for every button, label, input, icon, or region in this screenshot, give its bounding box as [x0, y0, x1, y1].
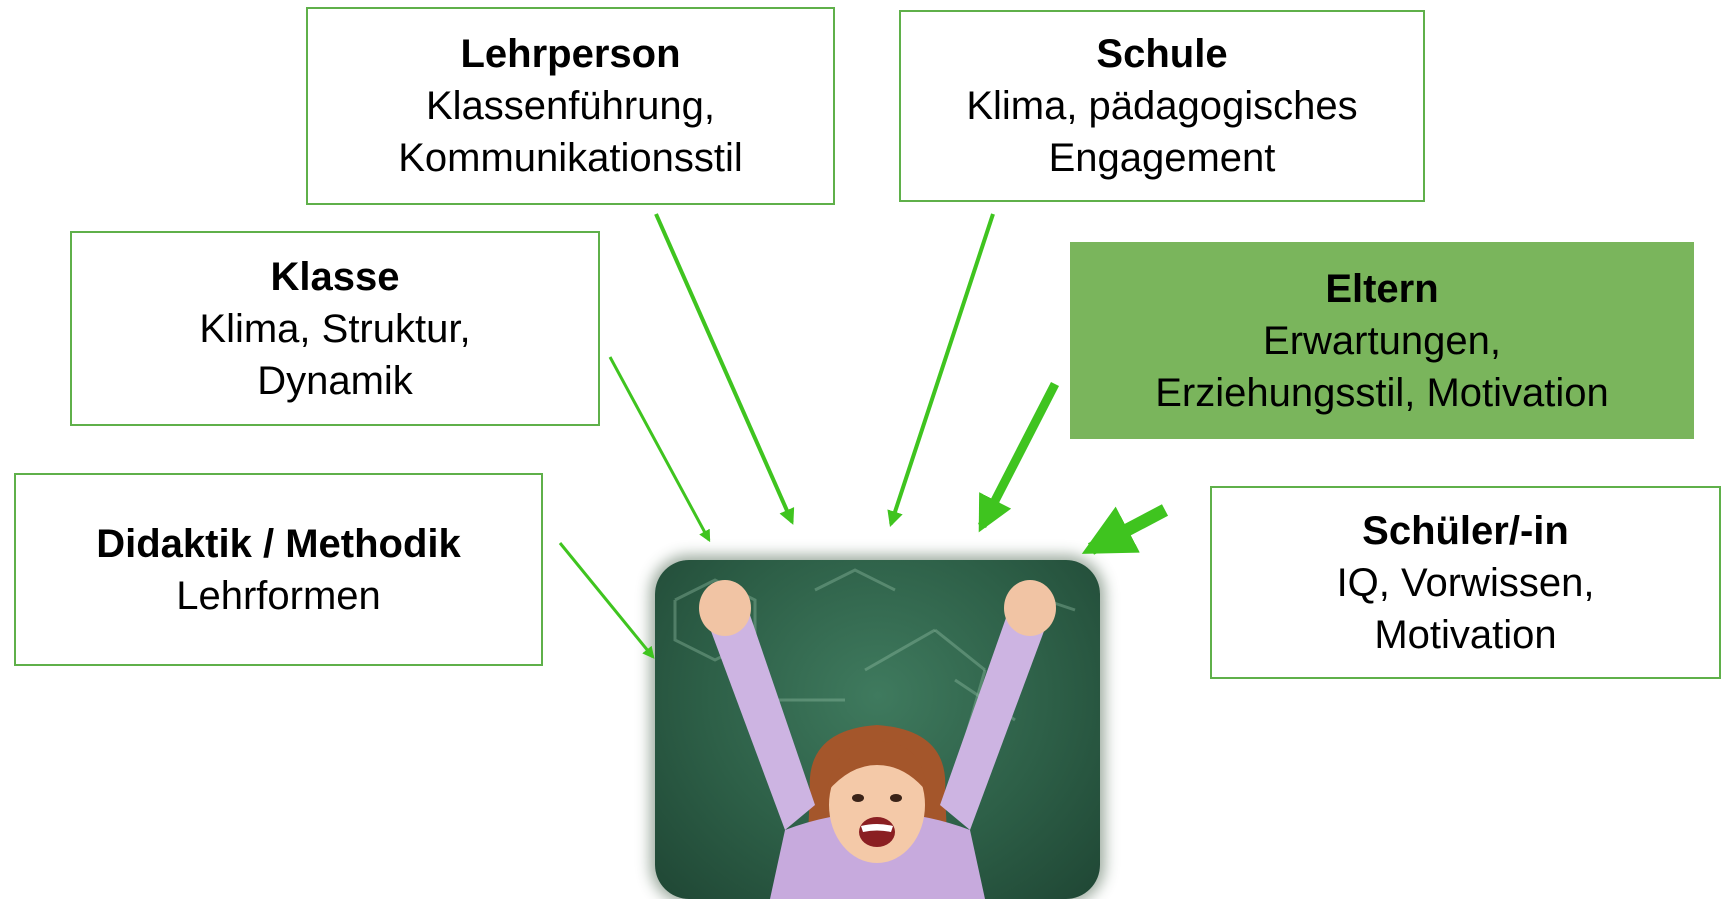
box-didaktik: Didaktik / Methodik Lehrformen: [14, 473, 543, 666]
schule-title: Schule: [1096, 32, 1228, 76]
klasse-title: Klasse: [270, 254, 400, 299]
eltern-title: Eltern: [1325, 266, 1439, 311]
didaktik-desc: Lehrformen: [176, 573, 381, 618]
arrow-schueler: [1081, 504, 1169, 555]
box-schueler: Schüler/-in IQ, Vorwissen, Motivation: [1210, 486, 1721, 679]
schule-desc: Klima, pädagogisches Engagement: [966, 84, 1358, 180]
didaktik-title: Didaktik / Methodik: [96, 521, 461, 566]
schueler-title: Schüler/-in: [1362, 508, 1569, 553]
box-klasse: Klasse Klima, Struktur, Dynamik: [70, 231, 600, 426]
arrow-klasse: [608, 356, 711, 543]
lehrperson-desc: Klassenführung, Kommunikationsstil: [398, 84, 743, 180]
eltern-desc: Erwartungen, Erziehungsstil, Motivation: [1155, 318, 1609, 415]
box-eltern: Eltern Erwartungen, Erziehungsstil, Moti…: [1070, 242, 1694, 439]
arrow-eltern: [977, 381, 1060, 533]
schueler-desc: IQ, Vorwissen, Motivation: [1336, 560, 1595, 657]
cheering-girl-image: [673, 568, 1076, 899]
lehrperson-title: Lehrperson: [460, 32, 681, 76]
arrow-lehrperson: [654, 213, 795, 525]
student-photo: [655, 560, 1100, 899]
arrow-schule: [887, 213, 995, 528]
arrow-didaktik: [558, 542, 655, 659]
klasse-desc: Klima, Struktur, Dynamik: [199, 306, 471, 403]
box-lehrperson: Lehrperson Klassenführung, Kommunikation…: [306, 7, 835, 205]
box-schule: Schule Klima, pädagogisches Engagement: [899, 10, 1425, 202]
